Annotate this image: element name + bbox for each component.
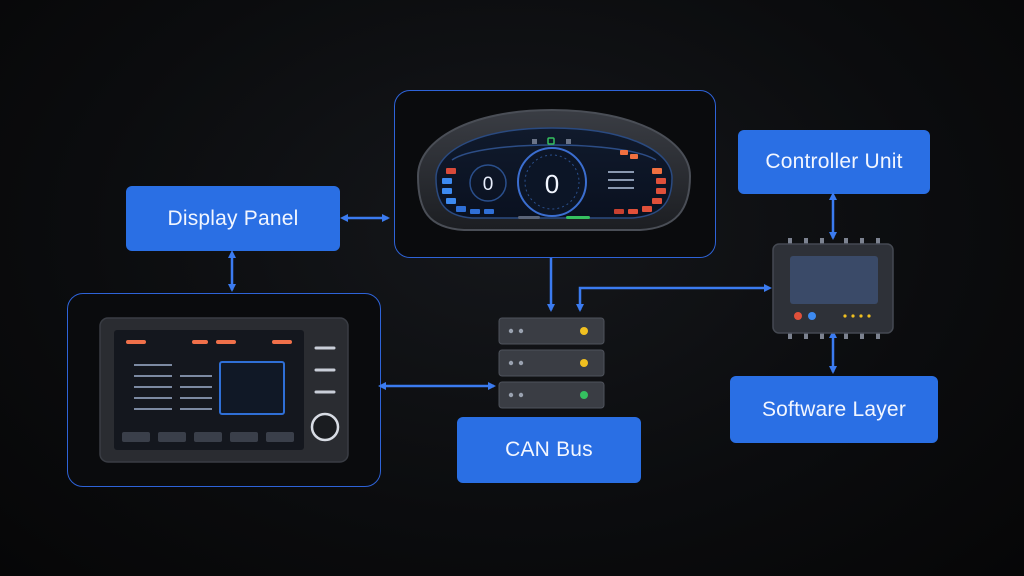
screen-bottom-tabs [122,432,294,442]
left-gauge-bars [442,168,494,214]
chip-screen [790,256,878,304]
side-buttons [314,346,336,394]
center-readout: 0 [545,169,559,199]
controller-chip [772,238,894,339]
controller-unit-label[interactable]: Controller Unit [738,130,930,194]
server-unit-1 [498,317,605,345]
display-panel-label[interactable]: Display Panel [126,186,340,251]
server-unit-3 [498,381,605,409]
software-layer-label[interactable]: Software Layer [730,376,938,443]
arrow-controller-canbus [576,284,772,312]
indicator-icons [532,137,571,145]
center-dial [517,147,587,217]
screen-list-lines [134,364,212,410]
left-readout: 0 [483,174,494,195]
server-unit-2 [498,349,605,377]
volume-knob [310,412,340,442]
can-bus-stack [498,317,605,409]
right-gauge-bars [614,150,666,214]
connector-arrows [228,192,837,390]
infotainment-unit [99,317,349,463]
screen-content-box [219,361,285,415]
head-unit-screen [114,330,304,450]
instrument-cluster: 0 0 [416,108,692,231]
can-bus-label[interactable]: CAN Bus [457,417,641,483]
right-info-lines [608,171,634,189]
chip-pins [788,238,880,339]
